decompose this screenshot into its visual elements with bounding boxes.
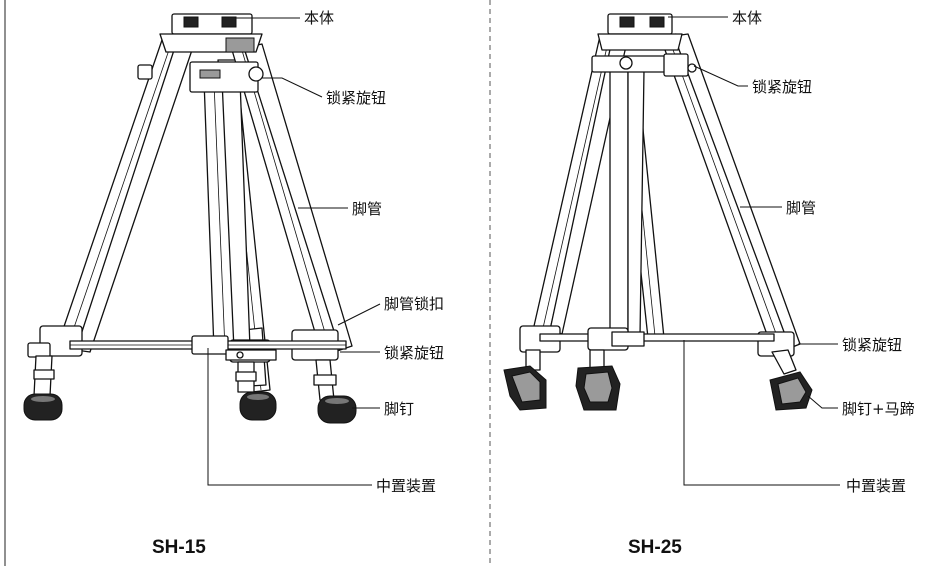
label-foot-spike-sh15: 脚钉 (384, 400, 414, 418)
leg-center-25 (609, 69, 645, 337)
feet-sh25 (503, 349, 813, 411)
label-lock-knob-bottom-sh25: 锁紧旋钮 (842, 336, 902, 354)
leg-right (231, 43, 353, 401)
tripod-sh15 (23, 13, 381, 486)
label-leg-tube-sh25: 脚管 (786, 199, 816, 217)
label-body-sh15: 本体 (304, 9, 334, 27)
model-name-sh25: SH-25 (628, 537, 682, 558)
feet-sh15 (23, 391, 357, 424)
mid-spreader-25 (539, 327, 775, 351)
body-sh15 (137, 13, 264, 93)
model-name-sh15: SH-15 (152, 537, 206, 558)
label-foot-spike-hoof-sh25: 脚钉+马蹄 (842, 400, 915, 418)
label-lock-knob-top-sh25: 锁紧旋钮 (752, 78, 812, 96)
label-lock-knob-top-sh15: 锁紧旋钮 (326, 89, 386, 107)
label-body-sh25: 本体 (732, 9, 762, 27)
label-lock-knob-bottom-sh15: 锁紧旋钮 (384, 344, 444, 362)
label-mid-spreader-sh25: 中置装置 (846, 477, 906, 495)
leg-left-25 (519, 35, 627, 353)
label-leg-clamp-sh15: 脚管锁扣 (384, 295, 444, 313)
label-mid-spreader-sh15: 中置装置 (376, 477, 436, 495)
leg-left (27, 39, 193, 397)
body-sh25 (591, 13, 697, 77)
tripod-sh25 (503, 13, 840, 486)
label-leg-tube-sh15: 脚管 (352, 200, 382, 218)
